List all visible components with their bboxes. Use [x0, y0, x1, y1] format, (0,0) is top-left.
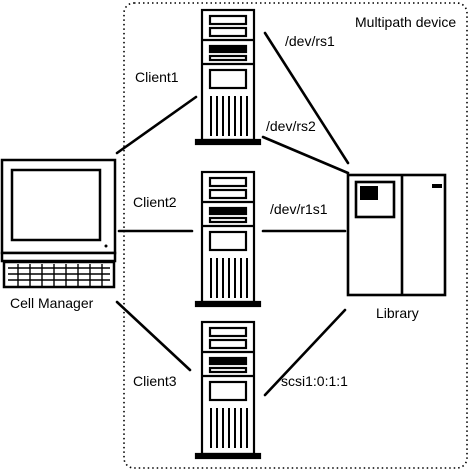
cell-manager-computer-icon: [2, 160, 115, 287]
client1-label: Client1: [135, 69, 179, 85]
client2-server-icon: [196, 172, 260, 306]
path-label-scsi: scsi1:0:1:1: [281, 373, 348, 389]
line-cellmanager-client3: [117, 302, 190, 370]
path-label-rs2: /dev/rs2: [266, 118, 316, 134]
library-icon: [348, 175, 445, 295]
client3-label: Client3: [133, 373, 177, 389]
multipath-device-label: Multipath device: [355, 14, 456, 30]
line-cellmanager-client1: [117, 97, 196, 153]
client3-server-icon: [196, 322, 260, 458]
path-label-rs1: /dev/rs1: [285, 33, 335, 49]
client1-server-icon: [196, 10, 260, 144]
library-label: Library: [376, 305, 419, 321]
cell-manager-label: Cell Manager: [10, 295, 93, 311]
client2-label: Client2: [133, 194, 177, 210]
path-label-r1s1: /dev/r1s1: [270, 201, 328, 217]
